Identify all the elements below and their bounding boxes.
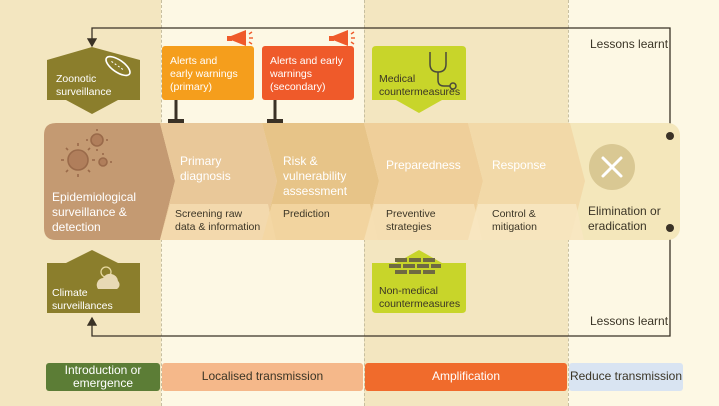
substrip-2 — [160, 204, 276, 240]
phase-amplification-label: Amplification — [431, 369, 501, 384]
substrip-3 — [262, 204, 378, 240]
cloud-sun-icon — [96, 266, 120, 289]
stage-title-preparedness: Preparedness — [386, 158, 461, 172]
phase-localised-label: Localised transmission — [201, 369, 324, 384]
lessons-loop-bottom — [86, 228, 671, 337]
stage-sub-preparedness: Preventive strategies — [386, 208, 436, 234]
substrip-5 — [468, 204, 584, 240]
megaphone-icon — [227, 30, 253, 46]
lessons-learnt-bottom: Lessons learnt — [590, 314, 669, 328]
stage-title-primary-diagnosis: Primary diagnosis — [180, 154, 231, 183]
virus-icon — [61, 129, 112, 177]
brick-wall-icon — [389, 258, 441, 274]
loop-dot-bottom — [666, 224, 674, 232]
stage-sub-primary-diagnosis: Screening raw data & information — [175, 208, 261, 234]
zoonotic-label: Zoonotic surveillance — [56, 73, 112, 99]
climate-badge — [47, 250, 140, 313]
medical-badge — [372, 46, 466, 113]
zoonotic-badge — [47, 47, 140, 114]
phase-localised: Localised transmission — [162, 363, 363, 391]
substrip-4 — [364, 204, 482, 240]
lessons-loop-top — [86, 27, 671, 136]
loop-dot-top — [666, 132, 674, 140]
stethoscope-icon — [429, 52, 457, 90]
alert-primary-board — [162, 46, 254, 100]
alert-primary-label: Alerts and early warnings (primary) — [170, 55, 238, 94]
phase-amplification: Amplification — [365, 363, 567, 391]
phase-reduce: Reduce transmission — [569, 363, 683, 391]
stage-title-response: Response — [492, 158, 547, 172]
stage-title-surveillance: Epidemiological surveillance & detection — [52, 190, 137, 234]
medical-label: Medical countermeasures — [379, 73, 461, 99]
non-medical-label: Non-medical countermeasures — [379, 285, 461, 311]
phase-reduce-label: Reduce transmission — [569, 369, 683, 384]
phase-introduction-label: Introduction or emergence — [64, 362, 142, 390]
phase-introduction: Introduction or emergence — [46, 363, 160, 391]
stage-title-risk: Risk & vulnerability assessment — [283, 154, 348, 198]
bacteria-icon — [105, 55, 131, 77]
alert-secondary-board — [262, 46, 354, 100]
stage-sub-risk: Prediction — [283, 208, 330, 220]
stage-sub-response: Control & mitigation — [492, 208, 537, 234]
lessons-learnt-top: Lessons learnt — [590, 37, 669, 51]
alert-secondary-label: Alerts and early warnings (secondary) — [270, 55, 343, 94]
close-icon — [601, 156, 623, 178]
stage-title-elimination: Elimination or eradication — [588, 204, 661, 233]
megaphone-icon — [329, 30, 355, 46]
climate-label: Climate surveillances — [52, 287, 113, 313]
